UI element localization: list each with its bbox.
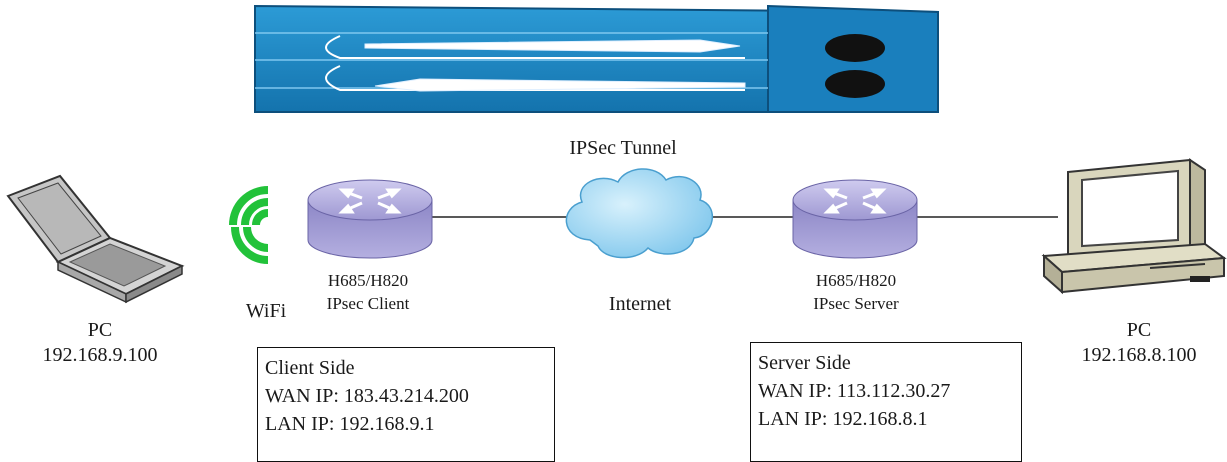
internet-cloud-icon: [565, 168, 714, 259]
server-pc-name: PC: [1126, 319, 1152, 341]
network-diagram: [6, 4, 1227, 304]
client-router-icon: [307, 179, 433, 259]
desktop-pc-icon: [1041, 158, 1227, 295]
server-lan-ip: LAN IP: 192.168.8.1: [758, 408, 928, 430]
server-pc-ip: 192.168.8.100: [1081, 344, 1197, 366]
client-pc-name: PC: [87, 319, 113, 341]
client-router-model: H685/H820: [327, 271, 409, 290]
server-router-icon: [792, 179, 918, 259]
client-side-title: Client Side: [265, 357, 355, 379]
laptop-icon: [6, 174, 185, 304]
tunnel-label: IPSec Tunnel: [569, 137, 677, 159]
wifi-icon: [229, 186, 269, 264]
server-router-role: IPsec Server: [813, 294, 899, 313]
client-pc-ip: 192.168.9.100: [42, 344, 158, 366]
client-side-info-box: Client Side WAN IP: 183.43.214.200 LAN I…: [257, 347, 555, 462]
wifi-label: WiFi: [245, 300, 287, 322]
ipsec-tunnel-icon: [254, 4, 939, 113]
server-router-model: H685/H820: [815, 271, 897, 290]
server-side-title: Server Side: [758, 352, 851, 374]
server-wan-ip: WAN IP: 113.112.30.27: [758, 380, 951, 402]
server-side-info-box: Server Side WAN IP: 113.112.30.27 LAN IP…: [750, 342, 1022, 462]
client-wan-ip: WAN IP: 183.43.214.200: [265, 385, 469, 407]
internet-label: Internet: [608, 293, 672, 315]
client-lan-ip: LAN IP: 192.168.9.1: [265, 413, 435, 435]
client-router-role: IPsec Client: [326, 294, 410, 313]
